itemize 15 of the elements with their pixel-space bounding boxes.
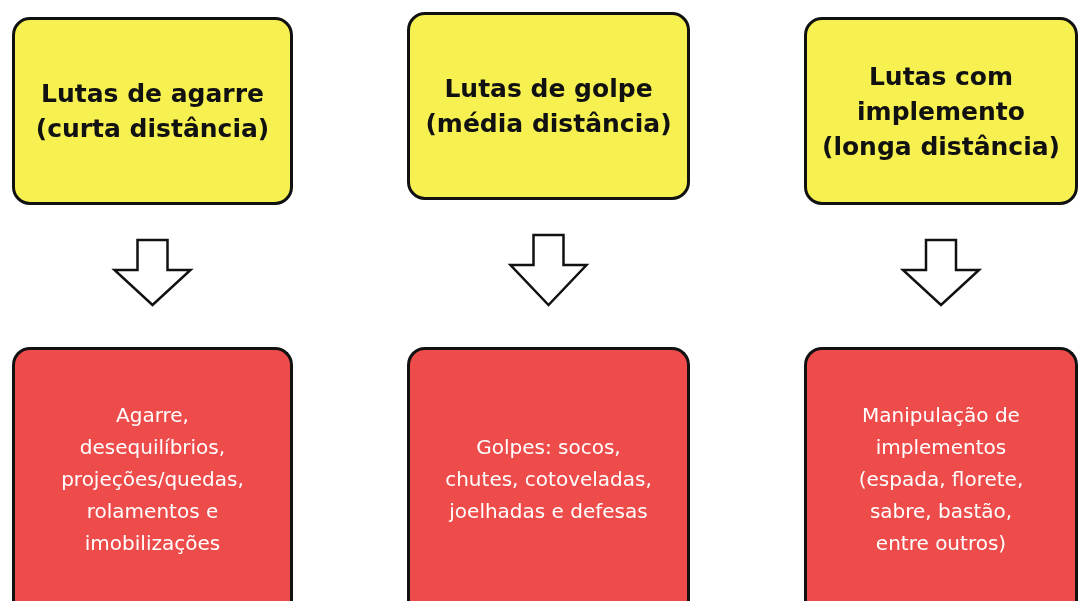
category-title: Lutas de golpe (média distância) [424, 73, 673, 140]
block-arrow [507, 233, 590, 307]
block-arrow [111, 238, 194, 307]
category-box [407, 12, 690, 200]
description-text: Golpes: socos, chutes, cotoveladas, joelhadas e defesas [444, 433, 653, 525]
block-arrow [899, 238, 983, 307]
description-box [407, 347, 690, 601]
category-title: Lutas de agarre (curta distância) [34, 78, 271, 145]
description-text: Agarre, desequilíbrios, projeções/quedas, rolamentos e imobilizações [60, 401, 245, 557]
category-title: Lutas com implemento (longa distância) [820, 60, 1062, 163]
description-box [12, 347, 293, 601]
category-box [804, 17, 1078, 205]
description-text: Manipulação de implementos (espada, florete, sabre, bastão, entre outros) [857, 401, 1025, 557]
category-box [12, 17, 293, 205]
description-box [804, 347, 1078, 601]
